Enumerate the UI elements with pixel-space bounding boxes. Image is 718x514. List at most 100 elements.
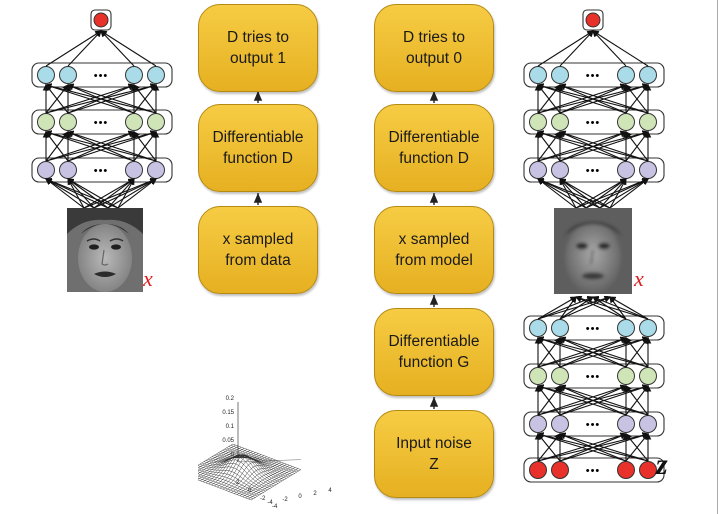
noise-unit-2	[617, 461, 635, 479]
disc-left-layer-blue-unit-0	[37, 66, 55, 84]
disc-left-layer-purple-unit-2	[125, 161, 143, 179]
gen-layer-blue-unit-0	[529, 319, 547, 337]
noise-unit-1	[551, 461, 569, 479]
disc-left-layer-green-ellipsis: •••	[94, 117, 109, 129]
gen-layer-purple-ellipsis: •••	[586, 419, 601, 431]
y-tick-label: 4	[328, 488, 332, 494]
disc-left-layer-green: •••	[31, 109, 173, 135]
disc-right-layer-blue-unit-0	[529, 66, 547, 84]
x-sampled-from-model-label: x sampled from model	[395, 231, 473, 269]
input-noise-box: Input noise Z	[374, 410, 494, 498]
y-tick-label: -2	[282, 497, 288, 503]
disc-right-output-unit	[585, 12, 601, 28]
gen-layer-purple-unit-0	[529, 415, 547, 433]
discriminator-network-left: ••• ••• •••	[31, 9, 173, 208]
noise-input-row: •••	[523, 457, 665, 483]
x-sampled-from-data-label: x sampled from data	[222, 231, 294, 269]
y-tick-label: -4	[267, 500, 273, 506]
noise-ellipsis: •••	[586, 465, 601, 477]
gen-layer-purple: •••	[523, 411, 665, 437]
gen-layer-green-unit-0	[529, 367, 547, 385]
x-label-right: x	[634, 266, 644, 291]
disc-left-layer-purple-unit-1	[59, 161, 77, 179]
x-tick-label: 2	[236, 480, 240, 486]
gen-layer-green-ellipsis: •••	[586, 371, 601, 383]
generator-network: ••• ••• ••• •••	[523, 296, 665, 483]
z-tick-label: 0.2	[226, 396, 235, 402]
disc-right-layer-purple-unit-0	[529, 161, 547, 179]
gen-layer-blue-unit-2	[617, 319, 635, 337]
disc-left-layer-purple-unit-3	[147, 161, 165, 179]
disc-right-layer-blue-ellipsis: •••	[586, 70, 601, 82]
x-tick-label: -4	[272, 504, 278, 510]
disc-right-layer-purple-unit-1	[551, 161, 569, 179]
d-output-0-box: D tries to output 0	[374, 4, 494, 92]
differentiable-function-d-right-box: Differentiable function D	[374, 104, 494, 192]
disc-left-layer-blue-unit-2	[125, 66, 143, 84]
disc-right-layer-purple-unit-3	[639, 161, 657, 179]
z-tick-label: 0.05	[222, 438, 234, 444]
disc-left-layer-blue-unit-3	[147, 66, 165, 84]
y-tick-label: 0	[298, 494, 302, 500]
disc-right-layer-green: •••	[523, 109, 665, 135]
gen-layer-blue-unit-1	[551, 319, 569, 337]
disc-right-layer-green-unit-1	[551, 113, 569, 131]
differentiable-function-g-label: Differentiable function G	[388, 333, 480, 371]
x-sampled-from-model-box: x sampled from model	[374, 206, 494, 294]
x-sampled-from-data-box: x sampled from data	[198, 206, 318, 294]
gen-layer-green-unit-3	[639, 367, 657, 385]
gen-layer-purple-unit-3	[639, 415, 657, 433]
disc-right-layer-purple-ellipsis: •••	[586, 165, 601, 177]
disc-left-layer-blue: •••	[31, 62, 173, 88]
disc-right-layer-blue-unit-2	[617, 66, 635, 84]
gen-layer-purple-unit-2	[617, 415, 635, 433]
disc-right-layer-blue-unit-3	[639, 66, 657, 84]
differentiable-function-d-left-label: Differentiable function D	[212, 129, 304, 167]
disc-right-layer-green-ellipsis: •••	[586, 117, 601, 129]
gen-layer-blue-ellipsis: •••	[586, 323, 601, 335]
d-output-1-label: D tries to output 1	[226, 29, 289, 67]
z-tick-label: 0	[231, 452, 235, 458]
disc-right-layer-purple: •••	[523, 157, 665, 183]
x-tick-label: 0	[248, 488, 252, 494]
disc-right-layer-green-unit-0	[529, 113, 547, 131]
disc-left-layer-purple-unit-0	[37, 161, 55, 179]
z-label: z	[656, 448, 668, 481]
differentiable-function-d-left-box: Differentiable function D	[198, 104, 318, 192]
discriminator-network-right: ••• ••• •••	[523, 9, 665, 208]
z-tick-label: 0.15	[222, 410, 234, 416]
d-output-0-label: D tries to output 0	[402, 29, 465, 67]
disc-right-layer-blue-unit-1	[551, 66, 569, 84]
differentiable-function-d-right-label: Differentiable function D	[388, 129, 480, 167]
real-face-image	[67, 208, 143, 292]
gen-layer-green: •••	[523, 363, 665, 389]
gen-layer-green-unit-2	[617, 367, 635, 385]
noise-unit-3	[639, 461, 657, 479]
disc-left-layer-green-unit-3	[147, 113, 165, 131]
disc-right-layer-green-unit-3	[639, 113, 657, 131]
z-tick-label: 0.1	[226, 424, 235, 430]
differentiable-function-g-box: Differentiable function G	[374, 308, 494, 396]
disc-left-layer-purple-ellipsis: •••	[94, 165, 109, 177]
disc-left-output-unit	[93, 12, 109, 28]
disc-left-layer-blue-unit-1	[59, 66, 77, 84]
x-label-left: x	[143, 266, 153, 291]
input-noise-label: Input noise Z	[396, 435, 472, 473]
disc-right-layer-blue: •••	[523, 62, 665, 88]
disc-left-layer-purple: •••	[31, 157, 173, 183]
disc-left-layer-blue-ellipsis: •••	[94, 70, 109, 82]
gen-layer-blue: •••	[523, 315, 665, 341]
disc-left-layer-green-unit-0	[37, 113, 55, 131]
y-tick-label: 2	[313, 491, 317, 497]
gen-layer-purple-unit-1	[551, 415, 569, 433]
generated-face-image	[554, 208, 632, 294]
noise-unit-0	[529, 461, 547, 479]
x-tick-label: -2	[260, 496, 266, 502]
disc-right-layer-green-unit-2	[617, 113, 635, 131]
gen-layer-blue-unit-3	[639, 319, 657, 337]
d-output-1-box: D tries to output 1	[198, 4, 318, 92]
gen-layer-green-unit-1	[551, 367, 569, 385]
disc-left-layer-green-unit-1	[59, 113, 77, 131]
